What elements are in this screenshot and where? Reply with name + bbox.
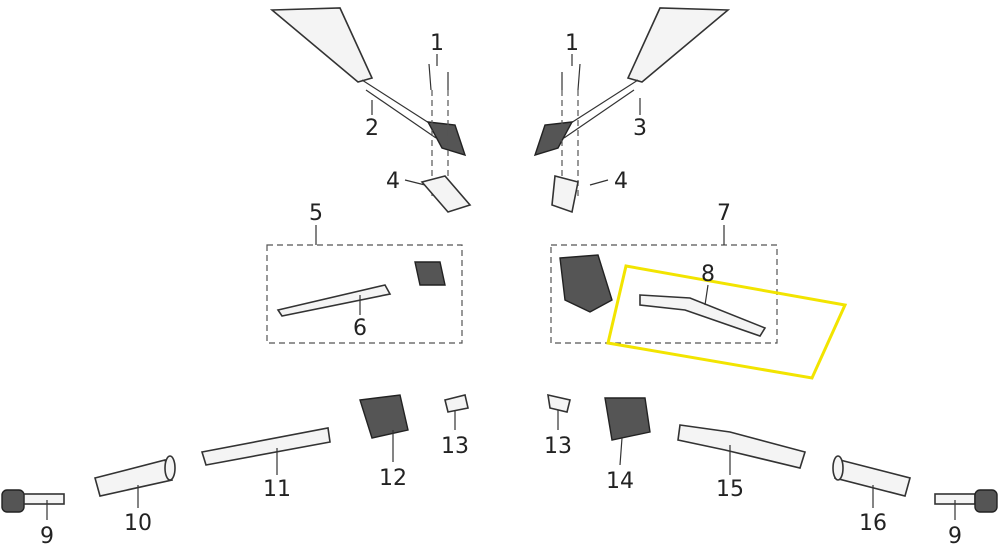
- label-bar-end-left: 9: [40, 524, 54, 547]
- switch-right[interactable]: [604, 397, 651, 441]
- throttle-tube-right[interactable]: [677, 424, 807, 469]
- label-bolt-left: 1: [430, 31, 444, 56]
- bar-end-left[interactable]: [1, 489, 65, 513]
- label-brake-assembly: 7: [717, 201, 731, 226]
- collar-right[interactable]: [547, 393, 571, 413]
- label-clutch-lever: 6: [353, 316, 367, 341]
- label-grip-right: 16: [859, 511, 887, 536]
- mirror-left[interactable]: [269, 7, 467, 157]
- gasket-right[interactable]: [551, 174, 579, 214]
- gasket-left[interactable]: [420, 175, 472, 213]
- label-switch-right: 14: [606, 469, 634, 494]
- label-gasket-left: 4: [386, 169, 400, 194]
- mirror-right[interactable]: [533, 7, 731, 157]
- collar-left[interactable]: [444, 394, 469, 413]
- label-bar-end-right: 9: [948, 524, 962, 547]
- label-gasket-right: 4: [614, 169, 628, 194]
- clutch-assembly-box: [266, 244, 463, 344]
- label-mirror-right: 3: [633, 116, 647, 141]
- brake-master-cylinder[interactable]: [559, 254, 613, 313]
- brake-lever[interactable]: [639, 294, 767, 337]
- label-grip-left: 10: [124, 511, 152, 536]
- label-clutch-assembly: 5: [309, 201, 323, 226]
- switch-left[interactable]: [359, 394, 409, 439]
- label-collar-left: 13: [441, 434, 469, 459]
- label-bolt-right: 1: [565, 31, 579, 56]
- label-throttle-tube-left: 11: [263, 477, 291, 502]
- label-mirror-left: 2: [365, 116, 379, 141]
- grip-right[interactable]: [832, 455, 911, 497]
- grip-left[interactable]: [94, 455, 176, 497]
- label-brake-lever: 8: [701, 262, 715, 287]
- label-throttle-tube-right: 15: [716, 477, 744, 502]
- bar-end-right[interactable]: [934, 489, 998, 513]
- label-collar-right: 13: [544, 434, 572, 459]
- throttle-tube-left[interactable]: [200, 427, 331, 466]
- label-switch-left: 12: [379, 466, 407, 491]
- brake-lever-highlight: [606, 264, 848, 380]
- clutch-lever[interactable]: [276, 261, 446, 317]
